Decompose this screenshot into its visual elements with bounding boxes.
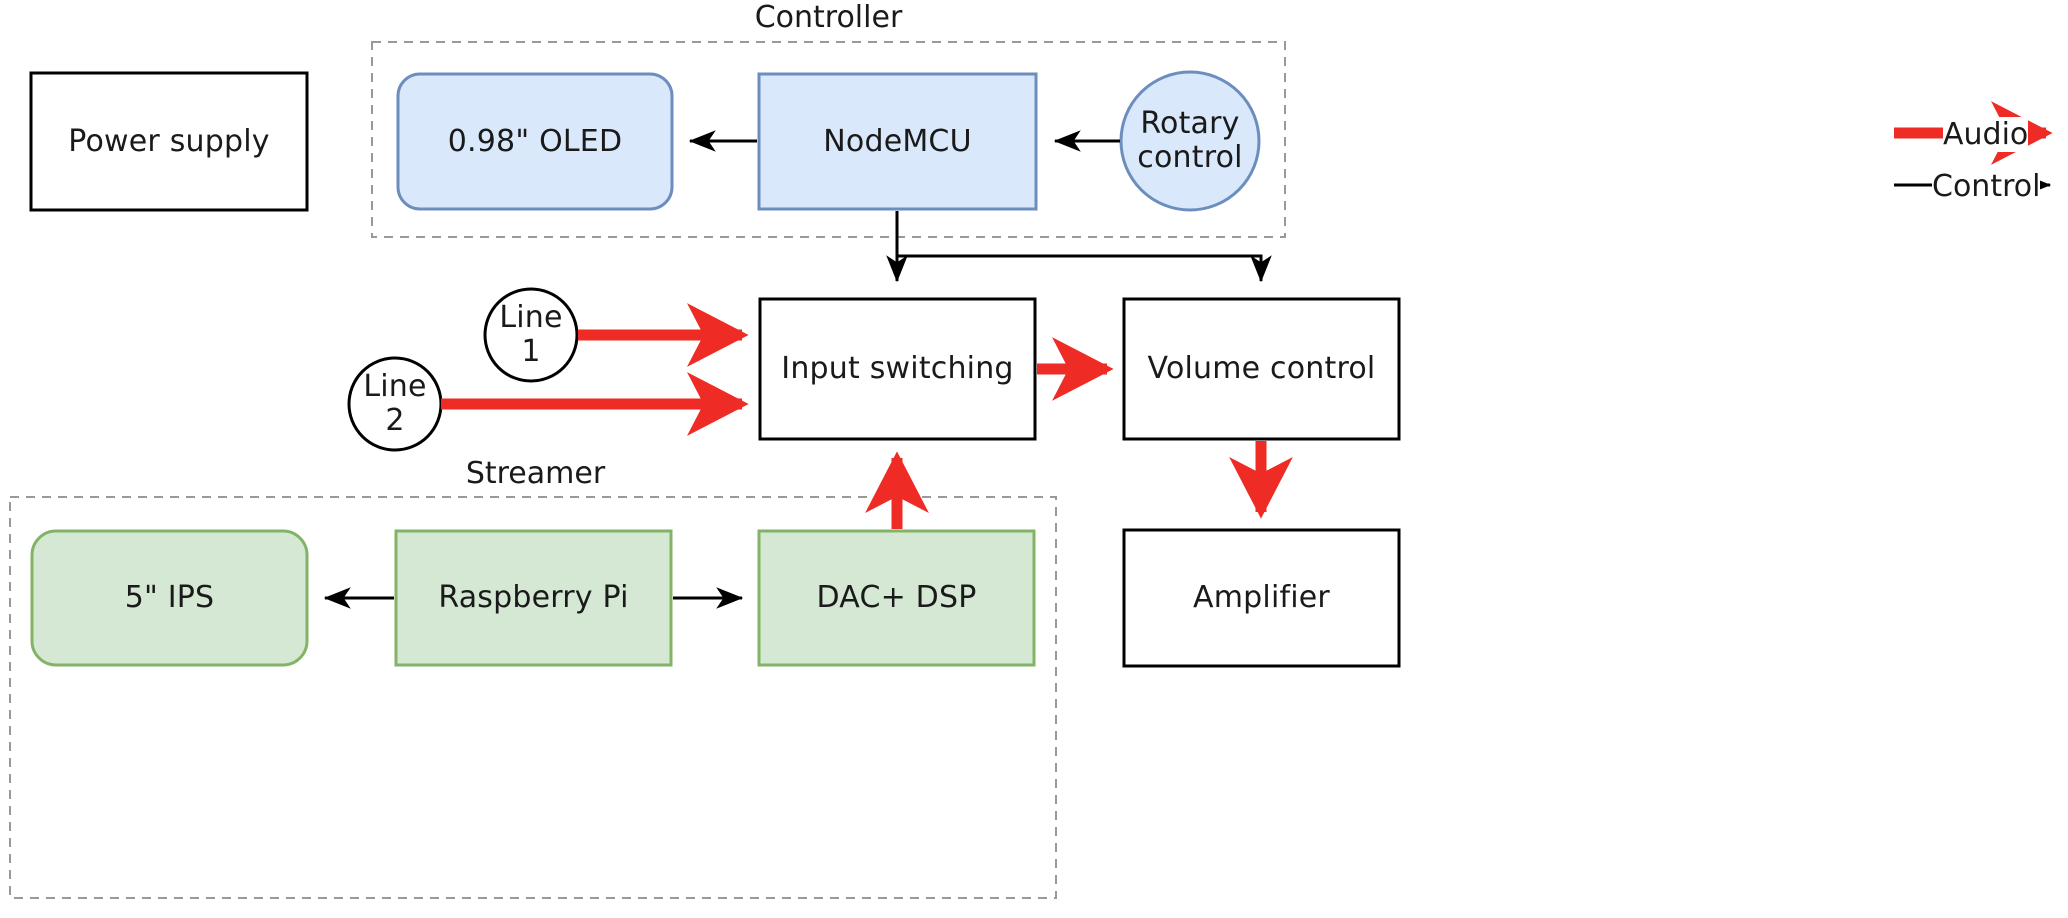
group-streamer-box	[9, 496, 1057, 899]
legend-label-audio: Audio	[1943, 117, 2029, 152]
node-power-supply[interactable]	[29, 71, 309, 212]
group-controller-box	[371, 41, 1286, 238]
node-volume-control[interactable]	[1122, 297, 1401, 441]
edge-nodemcu-to-volume-control	[895, 211, 1272, 283]
group-title-streamer: Streamer	[465, 456, 606, 491]
node-oled[interactable]	[396, 72, 674, 211]
legend-label-control: Control	[1932, 169, 2041, 204]
node-amplifier[interactable]	[1122, 528, 1401, 668]
node-line-2[interactable]	[347, 356, 443, 452]
node-input-switching[interactable]	[758, 297, 1037, 441]
node-nodemcu[interactable]	[757, 72, 1038, 211]
node-dac-dsp[interactable]	[757, 529, 1036, 667]
node-raspberry-pi[interactable]	[394, 529, 673, 667]
node-line-1[interactable]	[483, 287, 579, 383]
group-title-controller: Controller	[754, 0, 903, 35]
node-ips[interactable]	[30, 529, 309, 667]
node-rotary-control[interactable]	[1119, 70, 1261, 212]
